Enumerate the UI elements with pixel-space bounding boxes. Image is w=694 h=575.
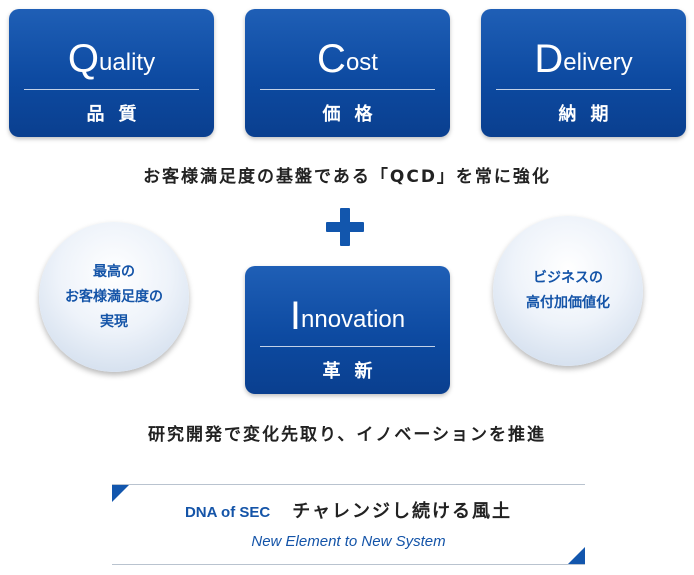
card-english-label: Delivery [534, 37, 633, 81]
card-divider [260, 346, 435, 347]
corner-triangle-icon [568, 547, 585, 564]
card-english-label: Innovation [289, 294, 406, 338]
high-value-business-circle: ビジネスの 高付加価値化 [493, 216, 643, 366]
quality-card: Quality 品質 [9, 9, 214, 137]
banner-bottom-rule [112, 564, 585, 565]
innovation-caption: 研究開発で変化先取り、イノベーションを推進 [148, 425, 546, 445]
banner-title-row: DNA of SEC チャレンジし続ける風土 [112, 497, 585, 523]
circle-line: 実現 [100, 313, 128, 330]
card-english-label: Quality [67, 37, 156, 81]
card-japanese-label: 納期 [558, 104, 623, 125]
banner-subtitle: New Element to New System [251, 533, 446, 550]
customer-satisfaction-circle: 最高の お客様満足度の 実現 [39, 222, 189, 372]
card-japanese-label: 品質 [86, 104, 151, 125]
card-divider [260, 89, 435, 90]
card-divider [24, 89, 199, 90]
circle-line: お客様満足度の [65, 288, 163, 305]
card-english-label: Cost [317, 37, 378, 81]
qcd-caption: お客様満足度の基盤である「QCD」を常に強化 [143, 167, 551, 187]
cost-card: Cost 価格 [245, 9, 450, 137]
circle-line: 最高の [93, 263, 135, 280]
card-japanese-label: 価格 [322, 104, 387, 125]
circle-line: 高付加価値化 [526, 295, 610, 311]
plus-icon [326, 208, 364, 246]
banner-title: チャレンジし続ける風土 [292, 501, 513, 522]
corner-triangle-icon [112, 485, 129, 502]
delivery-card: Delivery 納期 [481, 9, 686, 137]
innovation-card: Innovation 革新 [245, 266, 450, 394]
circle-line: ビジネスの [533, 270, 603, 286]
card-japanese-label: 革新 [322, 361, 387, 382]
banner-top-rule [112, 484, 585, 485]
dna-banner: DNA of SEC チャレンジし続ける風土 New Element to New… [112, 483, 585, 565]
dna-label: DNA of SEC [184, 504, 271, 521]
card-divider [496, 89, 671, 90]
